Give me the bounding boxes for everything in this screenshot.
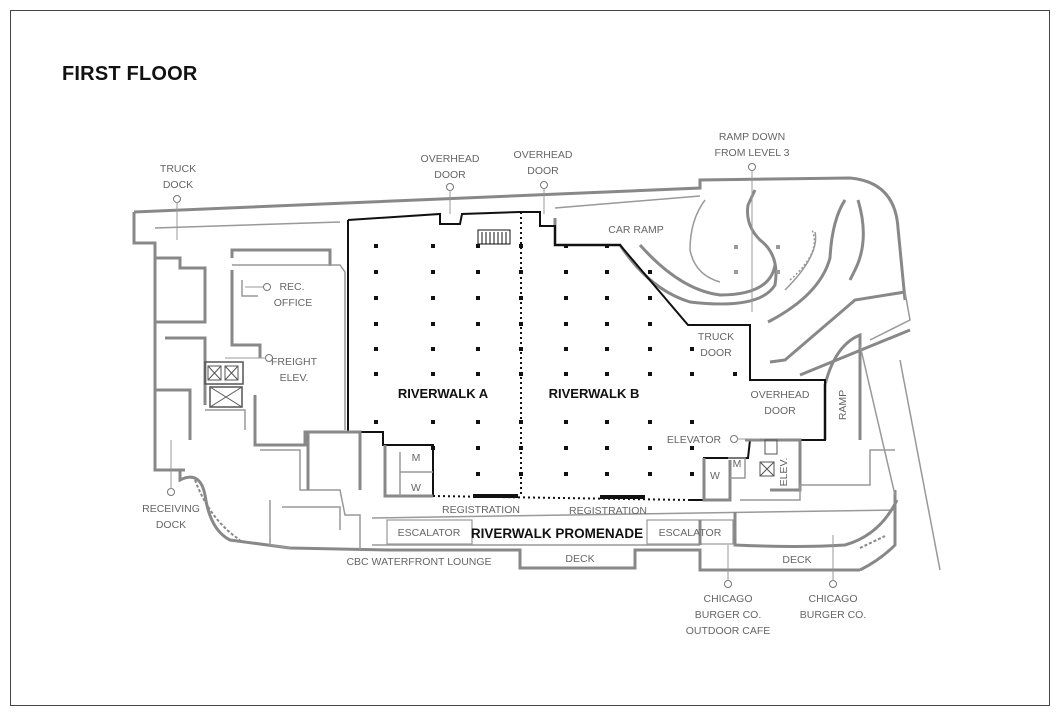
map-frame	[10, 10, 1050, 706]
escalator-2-label: ESCALATOR	[659, 527, 722, 539]
restrooms-right	[702, 438, 895, 502]
registration-1-label: REGISTRATION	[442, 504, 520, 516]
registration-2-label: REGISTRATION	[569, 505, 647, 517]
ramp-down-label-1: RAMP DOWN	[719, 131, 785, 143]
deck-2-label: DECK	[782, 554, 811, 566]
restroom-w1-label: W	[411, 482, 421, 494]
overhead-door-3-label-1: OVERHEAD	[751, 389, 810, 401]
riverwalk-a-label: RIVERWALK A	[398, 386, 489, 401]
promenade	[194, 479, 899, 549]
freight-elev-label-2: ELEV.	[280, 372, 309, 384]
car-ramp	[553, 189, 865, 324]
escalator-1-label: ESCALATOR	[398, 527, 461, 539]
floor-title: FIRST FLOOR	[62, 63, 198, 85]
rec-office-label-1: REC.	[279, 281, 304, 293]
overhead-door-3-label-2: DOOR	[764, 405, 796, 417]
restrooms-left	[383, 445, 433, 498]
overhead-door-2-label-2: DOOR	[527, 165, 559, 177]
chicago-outdoor-label-3: OUTDOOR CAFE	[686, 625, 771, 637]
rec-office-label-2: OFFICE	[274, 297, 313, 309]
truck-dock-label-2: DOCK	[163, 179, 193, 191]
receiving-dock-label-2: DOCK	[156, 519, 186, 531]
truck-door-label-2: DOOR	[700, 347, 732, 359]
cbc-lounge-label: CBC WATERFRONT LOUNGE	[346, 556, 491, 568]
restroom-w2-label: W	[710, 470, 720, 482]
deck-1-label: DECK	[565, 553, 594, 565]
restroom-m2-label: M	[733, 458, 742, 470]
truck-dock-label-1: TRUCK	[160, 163, 196, 175]
chicago-label-2: BURGER CO.	[800, 609, 867, 621]
service-core	[153, 248, 362, 550]
riverwalk-b-label: RIVERWALK B	[549, 386, 640, 401]
restroom-m1-label: M	[412, 452, 421, 464]
truck-door-label-1: TRUCK	[698, 331, 734, 343]
right-ramp	[769, 290, 941, 571]
elevator-label: ELEVATOR	[667, 434, 722, 446]
overhead-door-1-label-1: OVERHEAD	[421, 153, 480, 165]
leader-lines	[167, 163, 837, 588]
chicago-label-1: CHICAGO	[808, 593, 857, 605]
ramp-label: RAMP	[837, 390, 849, 420]
freight-elev-label-1: FREIGHT	[271, 356, 318, 368]
promenade-label: RIVERWALK PROMENADE	[471, 526, 643, 541]
elev-label: ELEV.	[778, 458, 790, 487]
overhead-door-1-label-2: DOOR	[434, 169, 466, 181]
chicago-outdoor-label-1: CHICAGO	[703, 593, 752, 605]
car-ramp-label: CAR RAMP	[608, 224, 663, 236]
overhead-door-2-label-1: OVERHEAD	[514, 149, 573, 161]
hall-columns	[374, 244, 780, 476]
building-outline	[132, 176, 907, 572]
chicago-outdoor-label-2: BURGER CO.	[695, 609, 762, 621]
ramp-down-label-2: FROM LEVEL 3	[715, 147, 790, 159]
receiving-dock-label-1: RECEIVING	[142, 503, 200, 515]
